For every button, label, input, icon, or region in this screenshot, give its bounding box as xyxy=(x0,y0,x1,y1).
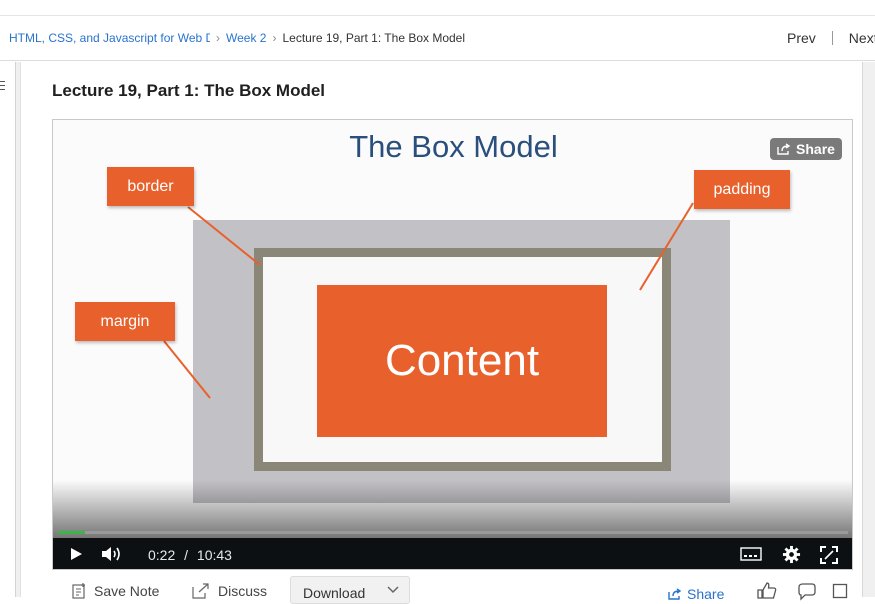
video-player[interactable]: The Box Model Share Content border paddi… xyxy=(52,119,853,570)
slide-title: The Box Model xyxy=(349,129,558,164)
lecture-actions: Save Note Discuss Download Share xyxy=(52,576,853,604)
hamburger-icon[interactable] xyxy=(0,81,5,93)
callout-margin: margin xyxy=(75,302,175,341)
captions-icon[interactable] xyxy=(740,547,762,561)
breadcrumb-current: Lecture 19, Part 1: The Box Model xyxy=(282,31,466,45)
video-share-button[interactable]: Share xyxy=(770,138,842,160)
callout-padding: padding xyxy=(694,170,790,209)
chevron-down-icon xyxy=(387,586,399,594)
fullscreen-icon[interactable] xyxy=(820,546,838,564)
download-dropdown[interactable]: Download xyxy=(290,576,410,604)
play-icon[interactable] xyxy=(69,547,83,561)
lecture-panel: Lecture 19, Part 1: The Box Model The Bo… xyxy=(20,62,863,604)
breadcrumb-separator-icon: › xyxy=(216,31,220,45)
time-separator: / xyxy=(184,547,189,563)
content-area: Lecture 19, Part 1: The Box Model The Bo… xyxy=(0,62,875,604)
prev-button[interactable]: Prev xyxy=(787,30,816,46)
nav-divider xyxy=(831,31,833,45)
video-progress-bar[interactable] xyxy=(58,531,848,534)
prev-next-nav: Prev Next xyxy=(787,30,875,46)
video-progress-fill xyxy=(58,531,85,534)
dislike-icon[interactable] xyxy=(797,583,817,601)
page-title: Lecture 19, Part 1: The Box Model xyxy=(52,81,326,100)
share-icon xyxy=(777,143,791,155)
content-box-diagram: Content xyxy=(317,285,607,437)
breadcrumb-course-link[interactable]: HTML, CSS, and Javascript for Web Develo… xyxy=(9,31,210,45)
like-icon[interactable] xyxy=(757,582,777,600)
download-label: Download xyxy=(303,585,366,601)
volume-icon[interactable] xyxy=(101,546,123,562)
share-button[interactable]: Share xyxy=(668,586,724,602)
next-button[interactable]: Next xyxy=(848,30,875,46)
video-controls: 0:22 / 10:43 xyxy=(53,538,852,569)
video-shade xyxy=(53,480,852,540)
gear-icon[interactable] xyxy=(782,545,801,564)
callout-border: border xyxy=(107,167,194,206)
save-note-label: Save Note xyxy=(94,583,160,599)
breadcrumb: HTML, CSS, and Javascript for Web Develo… xyxy=(9,31,465,45)
flag-icon[interactable] xyxy=(832,583,848,601)
video-share-label: Share xyxy=(796,141,835,157)
share-icon xyxy=(668,588,682,600)
breadcrumb-week-link[interactable]: Week 2 xyxy=(226,31,267,45)
current-time: 0:22 xyxy=(148,547,176,563)
left-rail xyxy=(0,62,16,597)
breadcrumb-separator-icon: › xyxy=(272,31,277,45)
browser-top-strip xyxy=(0,0,875,16)
course-navbar: HTML, CSS, and Javascript for Web Develo… xyxy=(0,17,875,61)
discuss-label: Discuss xyxy=(218,583,268,599)
duration: 10:43 xyxy=(196,547,232,563)
share-label: Share xyxy=(687,586,725,602)
video-time: 0:22 / 10:43 xyxy=(148,547,232,563)
